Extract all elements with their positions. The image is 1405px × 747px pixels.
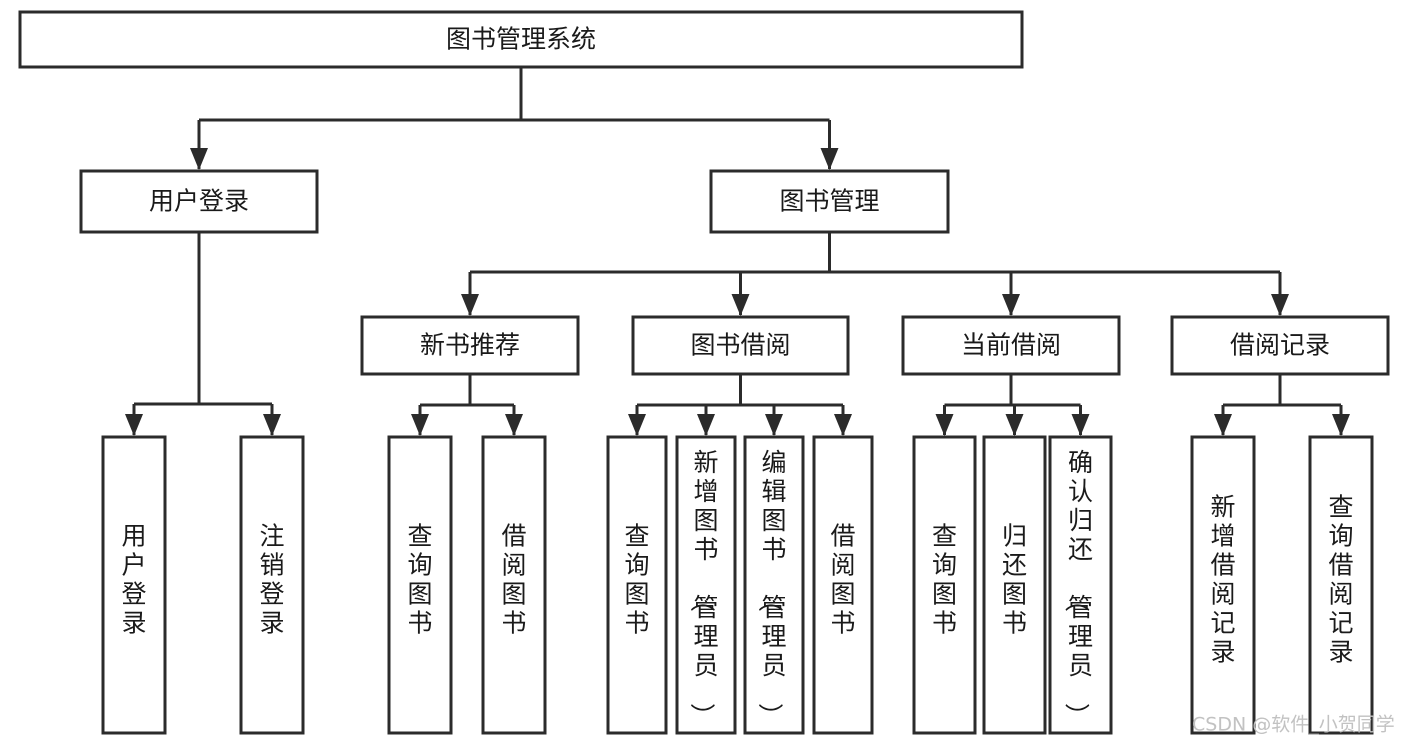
node-box[interactable]: [675, 435, 737, 735]
node-label: 当前借阅: [961, 331, 1061, 360]
node-l3-queryrecord[interactable]: 查询借阅记录: [1308, 435, 1374, 735]
edge-group: [1214, 374, 1350, 436]
node-box[interactable]: [1048, 435, 1113, 735]
node-label: 图书借阅: [690, 331, 790, 360]
edge-group: [628, 374, 852, 436]
node-label: 借阅图书: [830, 522, 855, 638]
node-box[interactable]: [1308, 435, 1374, 735]
node-box[interactable]: [606, 435, 668, 735]
node-label: 注销登录: [259, 522, 284, 638]
edge-group: [190, 67, 839, 170]
edge-group: [935, 374, 1090, 436]
arrow-head-icon: [628, 414, 646, 436]
node-l3-confirmreturn[interactable]: 确认归还（管理员）: [1048, 435, 1113, 735]
node-box[interactable]: [481, 435, 547, 735]
arrow-head-icon: [1214, 414, 1232, 436]
node-label: 新增图书（管理员）: [687, 448, 718, 728]
node-box[interactable]: [982, 435, 1047, 735]
node-root[interactable]: 图书管理系统: [18, 10, 1024, 69]
node-label: 归还图书: [1002, 522, 1027, 638]
node-box[interactable]: [1170, 315, 1390, 376]
node-l2-record[interactable]: 借阅记录: [1170, 315, 1390, 376]
arrow-head-icon: [461, 294, 479, 316]
node-l2-current[interactable]: 当前借阅: [901, 315, 1121, 376]
node-box[interactable]: [812, 435, 874, 735]
node-l2-newbook[interactable]: 新书推荐: [360, 315, 580, 376]
node-l2-borrow[interactable]: 图书借阅: [631, 315, 850, 376]
node-l3-querybook-1[interactable]: 查询图书: [387, 435, 453, 735]
node-label: 查询借阅记录: [1328, 493, 1353, 667]
node-l3-addrecord[interactable]: 新增借阅记录: [1190, 435, 1256, 735]
node-label: 确认归还（管理员）: [1062, 448, 1093, 728]
node-label: 查询图书: [407, 522, 432, 638]
node-box[interactable]: [360, 315, 580, 376]
arrow-head-icon: [190, 148, 208, 170]
node-l1-login[interactable]: 用户登录: [79, 169, 319, 234]
arrow-head-icon: [411, 414, 429, 436]
node-l3-querybook-2[interactable]: 查询图书: [606, 435, 668, 735]
edge-group: [411, 374, 523, 436]
node-l1-bookmgmt[interactable]: 图书管理: [709, 169, 950, 234]
node-l3-returnbook[interactable]: 归还图书: [982, 435, 1047, 735]
node-box[interactable]: [743, 435, 805, 735]
node-l3-userlogin[interactable]: 用户登录: [101, 435, 167, 735]
arrow-head-icon: [731, 294, 750, 316]
node-l3-logout[interactable]: 注销登录: [239, 435, 305, 735]
node-box[interactable]: [18, 10, 1024, 69]
arrow-head-icon: [125, 414, 143, 436]
node-label: 用户登录: [149, 187, 249, 216]
node-label: 图书管理: [779, 187, 879, 216]
node-box[interactable]: [912, 435, 977, 735]
node-box[interactable]: [239, 435, 305, 735]
node-box[interactable]: [79, 169, 319, 234]
edge-group: [125, 232, 281, 436]
node-box[interactable]: [1190, 435, 1256, 735]
node-label: 新增借阅记录: [1210, 493, 1235, 667]
node-label: 新书推荐: [420, 331, 520, 360]
node-box[interactable]: [709, 169, 950, 234]
node-label: 图书管理系统: [446, 25, 596, 54]
edges-layer: [125, 67, 1350, 436]
node-label: 查询图书: [624, 522, 649, 638]
node-box[interactable]: [101, 435, 167, 735]
arrow-head-icon: [1271, 294, 1289, 316]
node-box[interactable]: [631, 315, 850, 376]
arrow-head-icon: [1332, 414, 1350, 436]
node-l3-editbook[interactable]: 编辑图书（管理员）: [743, 435, 805, 735]
node-label: 借阅记录: [1230, 331, 1330, 360]
node-box[interactable]: [901, 315, 1121, 376]
node-box[interactable]: [387, 435, 453, 735]
arrow-head-icon: [820, 148, 839, 170]
arrow-head-icon: [1071, 414, 1090, 436]
arrow-head-icon: [935, 414, 954, 436]
arrow-head-icon: [263, 414, 281, 436]
node-l3-addbook[interactable]: 新增图书（管理员）: [675, 435, 737, 735]
node-label: 用户登录: [121, 522, 146, 638]
arrow-head-icon: [1005, 414, 1024, 436]
edge-group: [461, 232, 1289, 316]
arrow-head-icon: [697, 414, 715, 436]
csdn-watermark: CSDN @软件_小贺同学: [1192, 714, 1395, 736]
node-l3-borrowbook-1[interactable]: 借阅图书: [481, 435, 547, 735]
node-label: 查询图书: [932, 522, 957, 638]
arrow-head-icon: [1002, 294, 1020, 316]
node-label: 借阅图书: [501, 522, 526, 638]
arrow-head-icon: [505, 414, 523, 436]
arrow-head-icon: [834, 414, 852, 436]
node-l3-querybook-3[interactable]: 查询图书: [912, 435, 977, 735]
node-l3-borrowbook-2[interactable]: 借阅图书: [812, 435, 874, 735]
nodes-layer: 图书管理系统用户登录图书管理新书推荐图书借阅当前借阅借阅记录用户登录注销登录查询…: [18, 10, 1390, 735]
node-label: 编辑图书（管理员）: [755, 448, 786, 728]
arrow-head-icon: [765, 414, 783, 436]
